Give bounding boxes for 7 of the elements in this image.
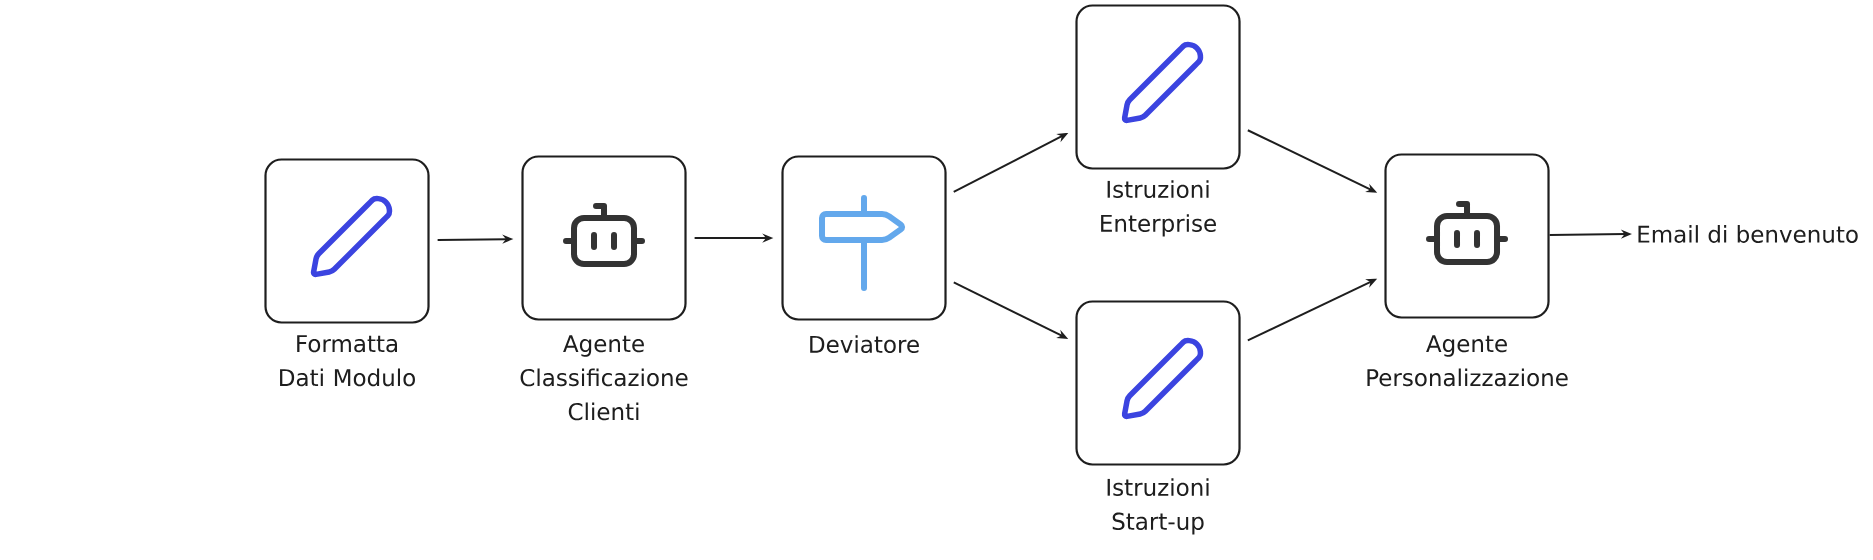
- output-label: Email di benvenuto: [1638, 225, 1858, 243]
- node-label: Deviatore: [810, 335, 919, 353]
- node-label: Agente Classificazione Clienti: [520, 335, 688, 421]
- node-label: Formatta Dati Modulo: [280, 335, 415, 387]
- node-label: Istruzioni Enterprise: [1101, 180, 1216, 237]
- node-label: Agente Personalizzazione: [1367, 335, 1568, 387]
- node-label: Istruzioni Start-up: [1107, 478, 1209, 535]
